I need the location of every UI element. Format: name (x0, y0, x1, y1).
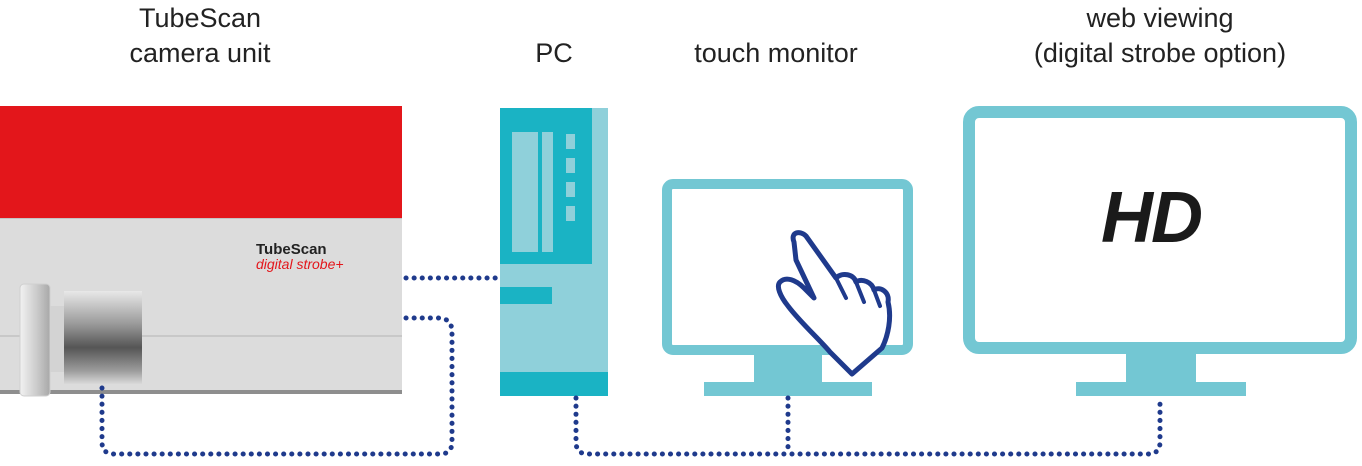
touch-monitor-frame (662, 179, 913, 355)
web-monitor-stand (1126, 354, 1196, 384)
hd-logo: HD (1101, 178, 1201, 258)
touch-monitor-base (704, 382, 872, 396)
touch-monitor (662, 179, 913, 396)
cable-pc-to-monitors (573, 395, 1163, 457)
label-web-viewing-line2: (digital strobe option) (1034, 38, 1286, 68)
label-camera-unit-line1: TubeScan (139, 3, 261, 33)
pointing-hand-icon (775, 230, 893, 377)
camera-base-rail (0, 390, 402, 394)
label-web-viewing-line1: web viewing (1085, 3, 1233, 33)
camera-housing-top (0, 106, 402, 218)
web-monitor-base (1076, 382, 1246, 396)
camera-unit: TubeScan digital strobe+ (0, 106, 402, 397)
badge-model: digital strobe+ (256, 256, 344, 272)
cable-camera-loop (99, 315, 455, 457)
pc-base (500, 372, 608, 396)
pc-tower (500, 108, 608, 396)
label-touch-monitor: touch monitor (694, 38, 858, 68)
label-camera-unit: TubeScan camera unit (129, 3, 271, 68)
pc-drive-bay (500, 287, 552, 304)
label-pc: PC (535, 38, 573, 68)
badge-brand: TubeScan (256, 241, 327, 258)
web-monitor-frame (963, 106, 1357, 354)
touch-monitor-stand (754, 355, 822, 385)
cables (99, 275, 1163, 457)
web-viewing-monitor: HD (963, 106, 1357, 396)
label-camera-unit-line2: camera unit (129, 38, 271, 68)
label-web-viewing: web viewing (digital strobe option) (1034, 3, 1286, 68)
camera-lens-icon (19, 283, 142, 397)
